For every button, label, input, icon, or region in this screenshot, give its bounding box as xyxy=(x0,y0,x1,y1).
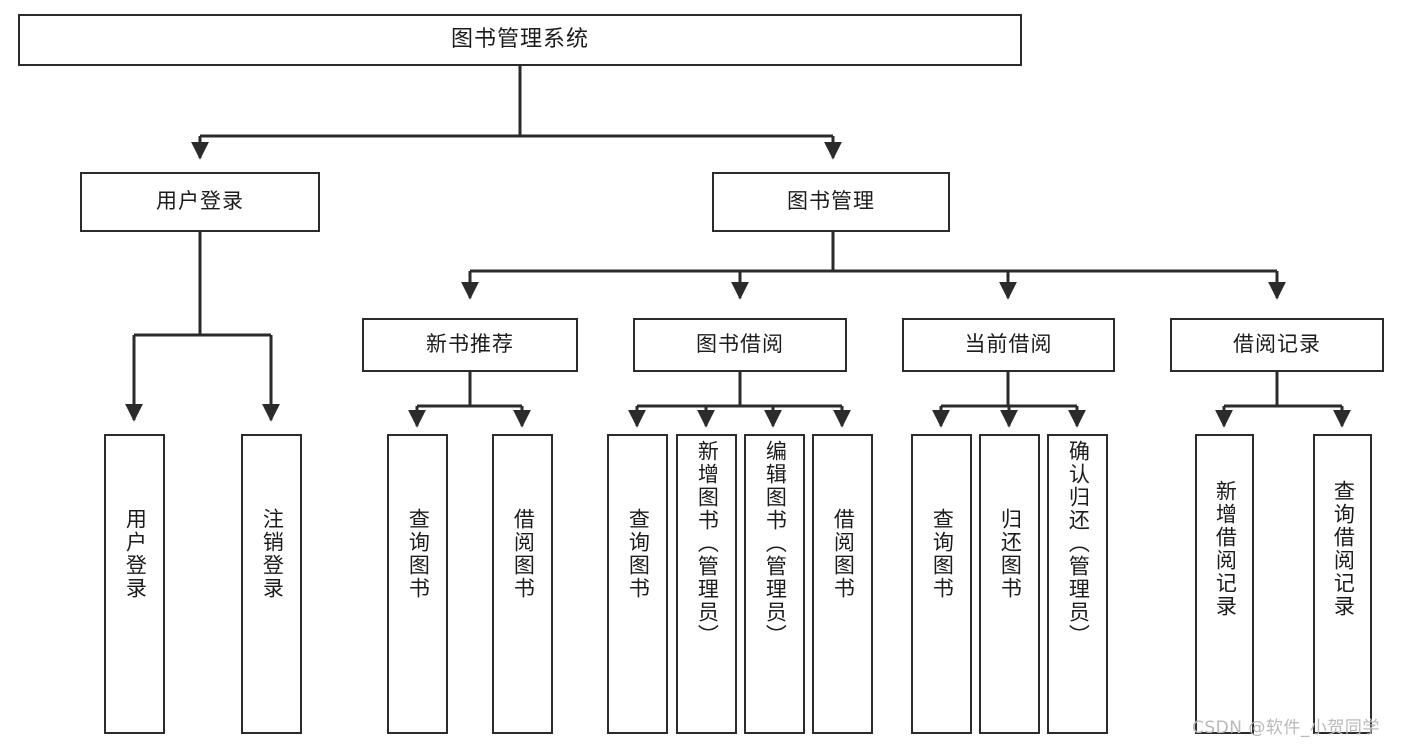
leaf-add-book-admin[interactable]: 新增图书（管理员） xyxy=(676,434,737,734)
leaf-label: 借阅图书 xyxy=(831,508,856,600)
node-new-book-recommend[interactable]: 新书推荐 xyxy=(362,318,578,372)
node-current-borrow[interactable]: 当前借阅 xyxy=(902,318,1115,372)
leaf-add-borrow-record[interactable]: 新增借阅记录 xyxy=(1195,434,1254,734)
node-label: 图书管理 xyxy=(787,189,875,214)
node-user-login[interactable]: 用户登录 xyxy=(80,172,320,232)
leaf-query-book-borrow[interactable]: 查询图书 xyxy=(607,434,668,734)
node-borrow-record[interactable]: 借阅记录 xyxy=(1170,318,1384,372)
node-root-system[interactable]: 图书管理系统 xyxy=(18,14,1022,66)
leaf-borrow-book[interactable]: 借阅图书 xyxy=(812,434,873,734)
node-label: 当前借阅 xyxy=(964,332,1053,357)
leaf-label: 借阅图书 xyxy=(511,508,536,600)
leaf-edit-book-admin[interactable]: 编辑图书（管理员） xyxy=(744,434,805,734)
leaf-user-login[interactable]: 用户登录 xyxy=(104,434,165,734)
node-label: 图书借阅 xyxy=(696,332,784,357)
leaf-query-book-current[interactable]: 查询图书 xyxy=(911,434,972,734)
leaf-query-book-recommend[interactable]: 查询图书 xyxy=(387,434,448,734)
leaf-label: 新增借阅记录 xyxy=(1213,480,1238,618)
node-label: 新书推荐 xyxy=(426,332,514,357)
node-label: 借阅记录 xyxy=(1233,332,1321,357)
leaf-label: 新增图书（管理员） xyxy=(695,440,720,647)
leaf-return-book[interactable]: 归还图书 xyxy=(979,434,1040,734)
node-book-borrow[interactable]: 图书借阅 xyxy=(633,318,847,372)
leaf-logout[interactable]: 注销登录 xyxy=(241,434,302,734)
leaf-label: 查询图书 xyxy=(626,508,651,600)
leaf-borrow-book-recommend[interactable]: 借阅图书 xyxy=(492,434,553,734)
leaf-label: 查询图书 xyxy=(930,508,955,600)
leaf-label: 归还图书 xyxy=(998,508,1023,600)
leaf-label: 查询图书 xyxy=(406,508,431,600)
leaf-confirm-return-admin[interactable]: 确认归还（管理员） xyxy=(1047,434,1108,734)
leaf-label: 用户登录 xyxy=(123,508,148,600)
leaf-label: 确认归还（管理员） xyxy=(1066,440,1091,647)
watermark: CSDN @软件_小贺同学 xyxy=(1192,718,1380,738)
leaf-query-borrow-record[interactable]: 查询借阅记录 xyxy=(1313,434,1372,734)
node-label: 图书管理系统 xyxy=(450,26,589,52)
node-book-management[interactable]: 图书管理 xyxy=(712,172,950,232)
node-label: 用户登录 xyxy=(156,189,244,214)
leaf-label: 注销登录 xyxy=(260,508,285,600)
leaf-label: 编辑图书（管理员） xyxy=(763,440,788,647)
leaf-label: 查询借阅记录 xyxy=(1331,480,1356,618)
